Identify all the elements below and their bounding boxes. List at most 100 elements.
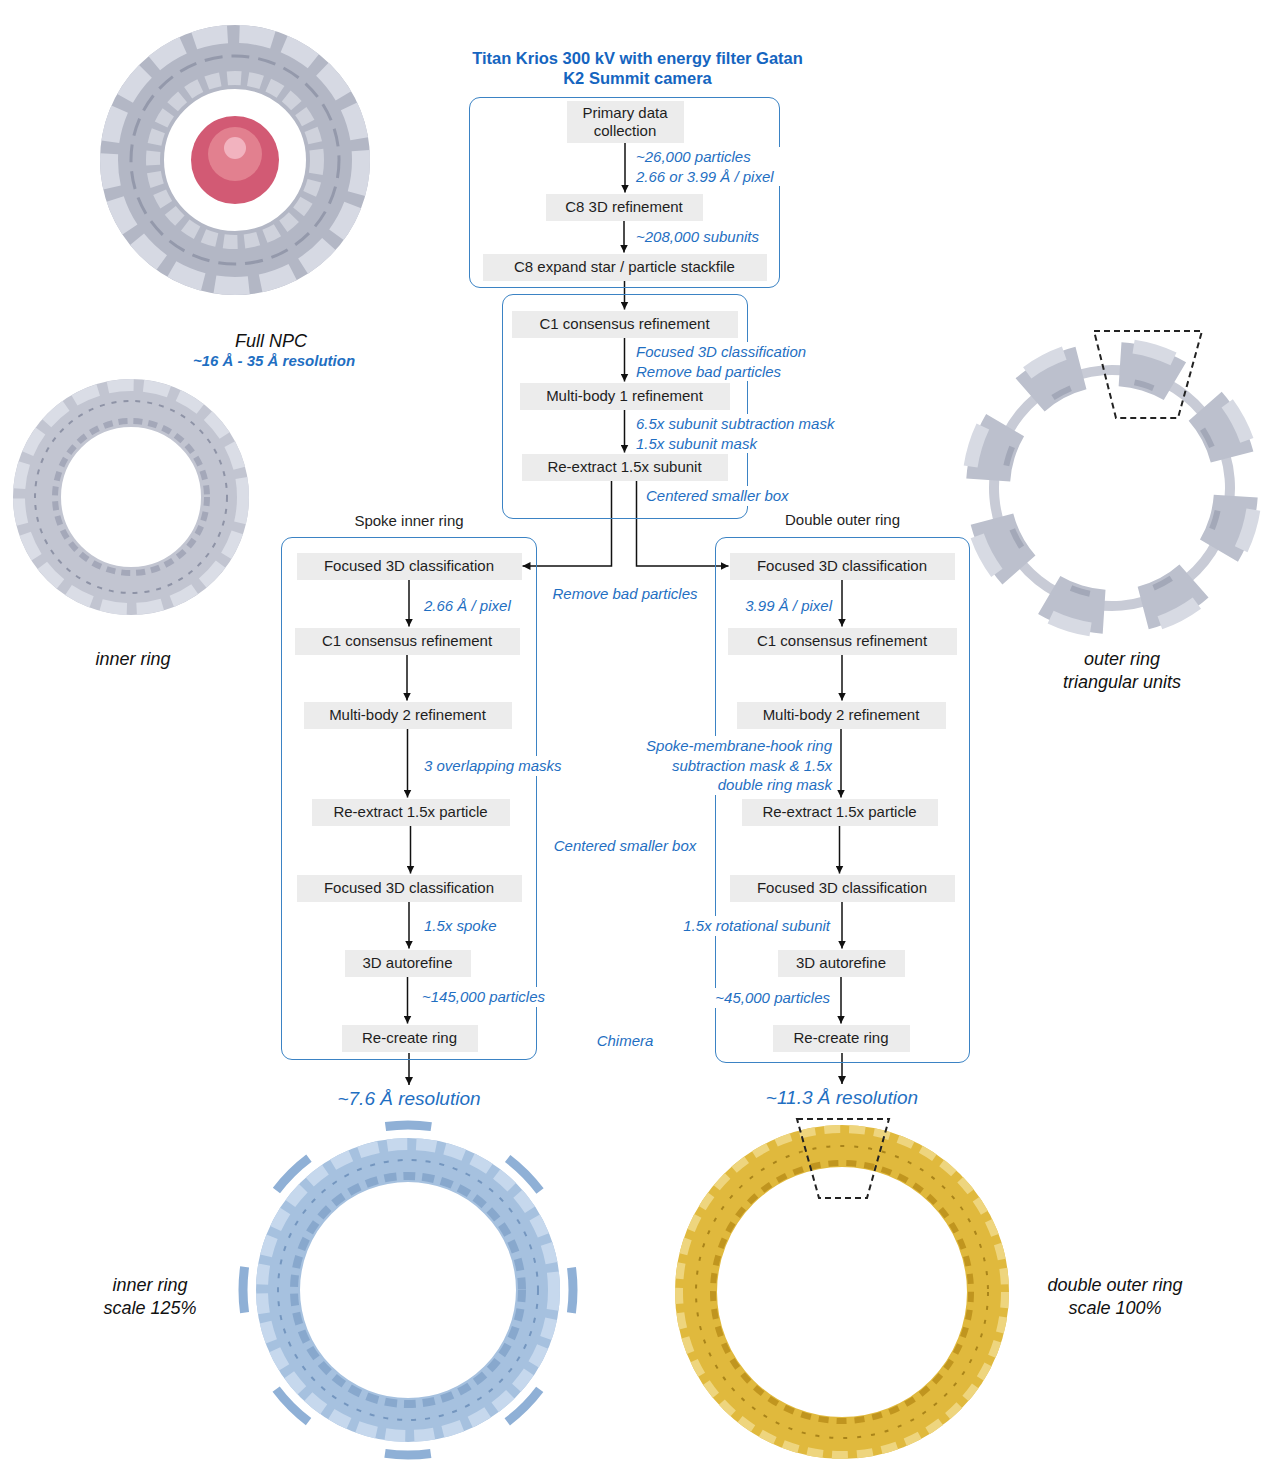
flow-arrow (624, 281, 626, 310)
process-box: Re-extract 1.5x particle (312, 799, 510, 826)
process-box: Focused 3D classification (730, 553, 955, 580)
flow-arrow (624, 143, 626, 193)
panel-heading: Double outer ring (785, 511, 900, 529)
process-box: C1 consensus refinement (512, 311, 738, 338)
ring-density (278, 1160, 538, 1420)
figure-caption: Full NPC (235, 330, 307, 353)
flow-arrow (623, 221, 625, 253)
ring-density (696, 1146, 988, 1438)
workflow-panel: Titan Krios 300 kV with energy filter Ga… (469, 97, 780, 288)
inner-ring-model (243, 1125, 573, 1455)
step-text: 3D autorefine (362, 954, 452, 972)
central-plug (208, 127, 262, 181)
figure-caption: double outer ring scale 100% (1045, 1274, 1185, 1319)
process-box: Re-extract 1.5x particle (742, 799, 938, 826)
process-box: Primary data collection (567, 101, 684, 143)
flow-arrow (408, 580, 410, 627)
flow-arrow (841, 902, 843, 949)
step-text: Multi-body 2 refinement (329, 706, 486, 724)
ring-density (965, 341, 1260, 636)
npc-density (109, 34, 361, 286)
double-outer-ring-model (679, 1129, 1005, 1455)
step-text: Focused 3D classification (757, 879, 927, 897)
edge-label: Spoke-membrane-hook ring subtraction mas… (640, 736, 834, 795)
step-text: Multi-body 1 refinement (546, 387, 703, 405)
step-text: Focused 3D classification (324, 557, 494, 575)
flow-arrow (839, 826, 841, 874)
panel-heading: Titan Krios 300 kV with energy filter Ga… (470, 49, 805, 89)
process-box: C8 expand star / particle stackfile (483, 254, 767, 281)
npc-density (132, 57, 338, 263)
flow-arrow (624, 410, 626, 453)
unit-outline (1094, 331, 1202, 418)
process-box: C1 consensus refinement (295, 628, 520, 655)
npc-density (131, 56, 339, 264)
edge-label: 1.5x spoke (422, 916, 499, 936)
flow-arrow (523, 481, 612, 567)
npc-density (153, 78, 317, 242)
ring-density (55, 421, 207, 573)
process-box: Re-create ring (342, 1025, 478, 1052)
process-box: 3D autorefine (345, 950, 471, 977)
panel-heading: Spoke inner ring (354, 512, 463, 530)
process-box: C1 consensus refinement (728, 628, 957, 655)
annotation: Chimera (595, 1031, 656, 1051)
membrane-hook (243, 1125, 573, 1455)
process-box: Re-extract 1.5x subunit (522, 454, 728, 481)
edge-label: ~45,000 particles (713, 988, 832, 1008)
annotation: Centered smaller box (644, 486, 791, 506)
ring-density (19, 385, 243, 609)
edge-label: ~145,000 particles (420, 987, 547, 1007)
flow-arrow (407, 729, 409, 798)
workflow-panel: Double outer ringFocused 3D classificati… (715, 537, 970, 1063)
edge-label: 2.66 Å / pixel (422, 596, 513, 616)
process-box: Focused 3D classification (297, 875, 522, 902)
process-box: Multi-body 2 refinement (737, 702, 946, 729)
central-plug (191, 116, 279, 204)
edge-label: ~208,000 subunits (634, 227, 761, 247)
annotation: Centered smaller box (552, 836, 699, 856)
edge-label: 3.99 Å / pixel (743, 596, 834, 616)
inner-ring-map (19, 385, 243, 609)
step-text: Re-create ring (793, 1029, 888, 1047)
edge-label: ~26,000 particles 2.66 or 3.99 Å / pixel (634, 147, 780, 186)
step-text: C1 consensus refinement (757, 632, 927, 650)
full-npc-map (109, 34, 361, 286)
resolution-label: ~16 Å - 35 Å resolution (193, 351, 355, 371)
flow-arrow (841, 655, 843, 701)
step-text: Focused 3D classification (757, 557, 927, 575)
resolution-label: ~7.6 Å resolution (337, 1088, 480, 1111)
process-box: C8 3D refinement (546, 194, 703, 221)
step-text: Primary data collection (574, 104, 677, 140)
flow-arrow (410, 826, 412, 874)
triangular-unit (977, 353, 1247, 623)
figure-caption: outer ring triangular units (1057, 648, 1187, 693)
central-plug (224, 137, 246, 159)
step-text: Re-extract 1.5x particle (762, 803, 916, 821)
triangular-unit (933, 309, 1278, 666)
figure-caption: inner ring (95, 648, 170, 671)
ring-density (262, 1144, 554, 1436)
flow-arrow (840, 977, 842, 1024)
ring-density (278, 1160, 538, 1420)
step-text: Re-create ring (362, 1029, 457, 1047)
step-text: 3D autorefine (796, 954, 886, 972)
flow-arrow (406, 655, 408, 701)
flow-arrow (840, 729, 842, 798)
ring-density (696, 1146, 988, 1438)
ring-density (713, 1163, 971, 1421)
process-box: Multi-body 2 refinement (304, 702, 512, 729)
process-box: Focused 3D classification (730, 875, 955, 902)
step-text: Focused 3D classification (324, 879, 494, 897)
flow-arrow (841, 580, 843, 627)
flow-arrow (407, 977, 409, 1024)
result-arrow (408, 1053, 410, 1085)
flow-arrow (624, 338, 626, 382)
process-box: Re-create ring (773, 1025, 910, 1052)
step-text: C8 expand star / particle stackfile (514, 258, 735, 276)
result-arrow (841, 1053, 843, 1084)
edge-label: 1.5x rotational subunit (681, 916, 832, 936)
process-box: Focused 3D classification (297, 553, 522, 580)
ring-density (679, 1129, 1005, 1455)
process-box: Multi-body 1 refinement (520, 383, 730, 410)
